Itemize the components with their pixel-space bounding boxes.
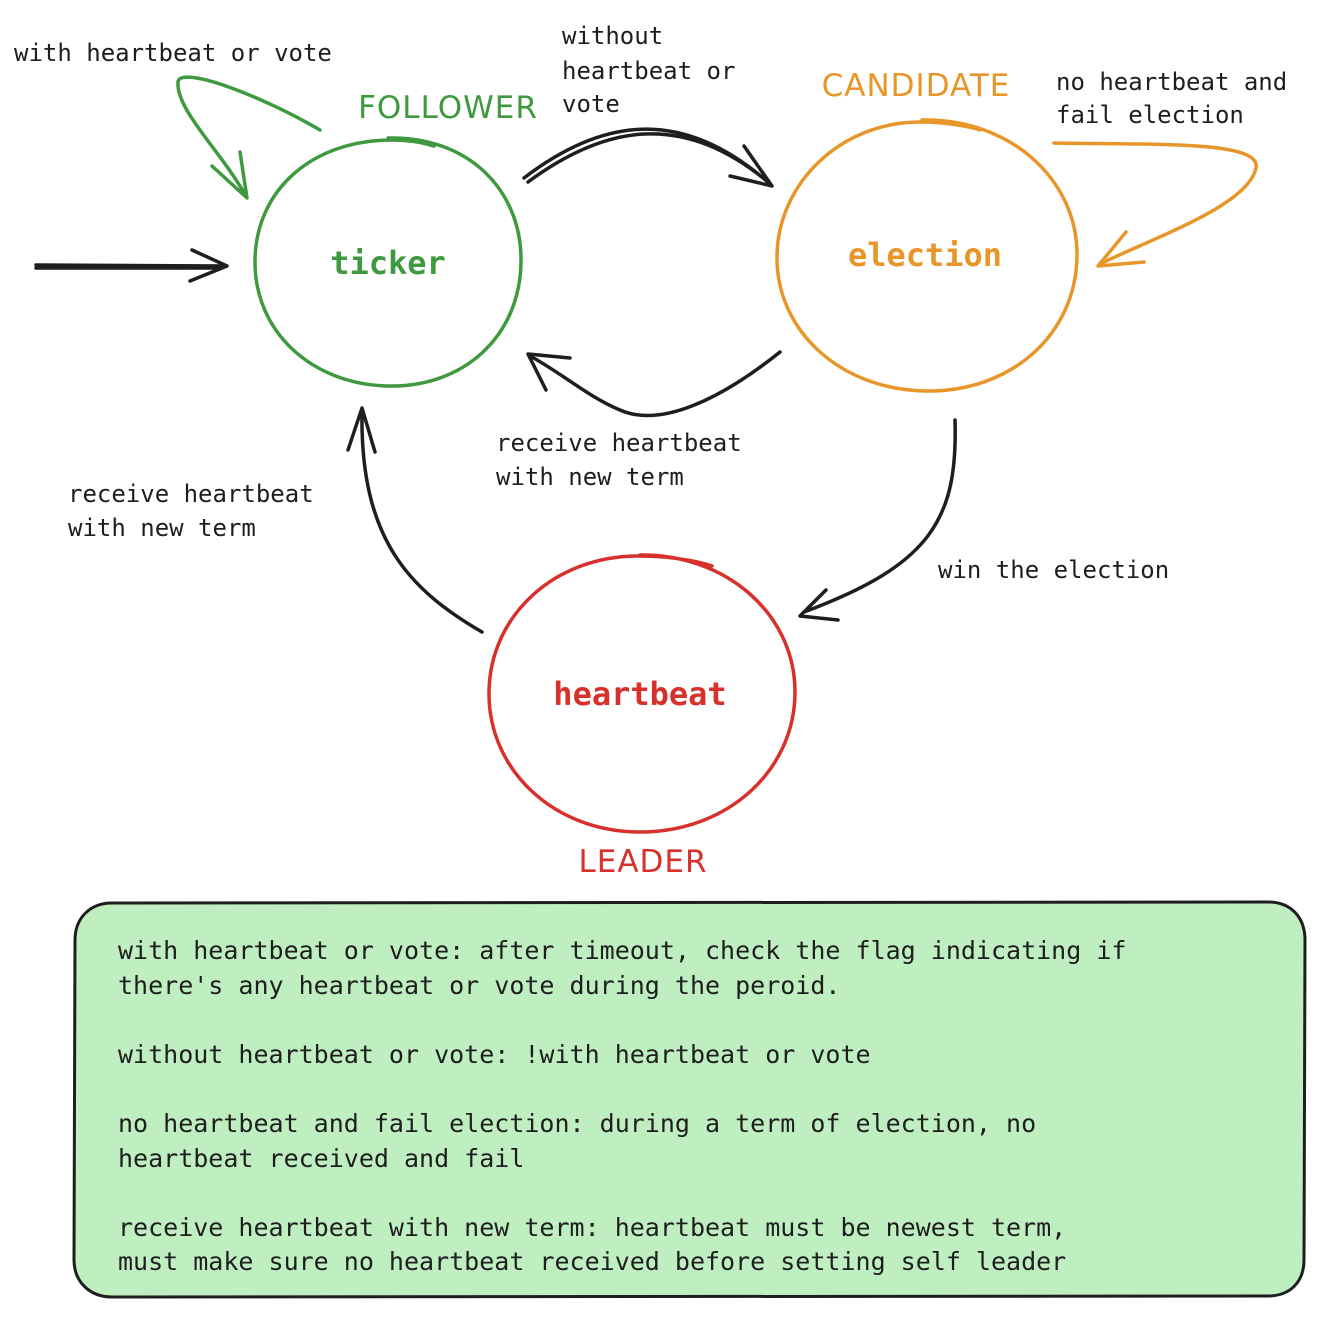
- follower-role-label: FOLLOWER: [358, 90, 538, 126]
- leader-to-follower-label: receive heartbeat with new term: [68, 480, 328, 542]
- candidate-to-follower-label-line: receive heartbeat: [496, 429, 742, 457]
- follower-to-candidate-label-line: vote: [562, 90, 620, 118]
- follower-self-loop-label: with heartbeat or vote: [14, 39, 332, 67]
- notes-box-background: [72, 900, 1307, 1299]
- leader-state-name: heartbeat: [553, 675, 726, 713]
- candidate-circle: [775, 118, 1079, 393]
- follower-to-candidate-label-line: heartbeat or: [562, 57, 735, 85]
- note-line: there's any heartbeat or vote during the…: [118, 971, 840, 1000]
- candidate-state: election CANDIDATE: [775, 68, 1079, 393]
- follower-state: ticker FOLLOWER: [253, 90, 538, 388]
- note-line: without heartbeat or vote: !with heartbe…: [118, 1040, 871, 1069]
- leader-circle: [487, 553, 797, 834]
- candidate-role-label: CANDIDATE: [822, 68, 1011, 104]
- notes-box: with heartbeat or vote: after timeout, c…: [72, 900, 1307, 1299]
- follower-circle: [253, 136, 523, 388]
- candidate-to-leader-label-line: win the election: [938, 556, 1169, 584]
- notes-text: with heartbeat or vote: after timeout, c…: [118, 936, 1142, 1276]
- candidate-self-loop-label-line: fail election: [1056, 101, 1244, 129]
- candidate-to-leader-arrow: [798, 418, 957, 622]
- follower-self-loop-arrow: [176, 75, 322, 200]
- note-line: no heartbeat and fail election: during a…: [118, 1109, 1036, 1138]
- leader-role-label: LEADER: [578, 844, 707, 880]
- follower-self-loop-label-line: with heartbeat or vote: [14, 39, 332, 67]
- note-line: receive heartbeat with new term: heartbe…: [118, 1213, 1066, 1242]
- candidate-to-leader-label: win the election: [938, 556, 1169, 584]
- leader-to-follower-label-line: receive heartbeat: [68, 480, 314, 508]
- candidate-self-loop-label: no heartbeat and fail election: [1056, 68, 1302, 129]
- follower-to-candidate-label: without heartbeat or vote: [562, 22, 750, 118]
- follower-to-candidate-arrow: [522, 127, 774, 188]
- note-line: heartbeat received and fail: [118, 1144, 524, 1173]
- leader-to-follower-label-line: with new term: [68, 514, 256, 542]
- leader-to-follower-arrow: [346, 406, 484, 634]
- candidate-to-follower-label-line: with new term: [496, 463, 684, 491]
- candidate-to-follower-arrow: [526, 350, 782, 418]
- candidate-state-name: election: [848, 236, 1002, 274]
- follower-to-candidate-label-line: without: [562, 22, 663, 50]
- candidate-self-loop-arrow: [1052, 141, 1258, 268]
- leader-state: heartbeat LEADER: [487, 553, 797, 880]
- note-line: must make sure no heartbeat received bef…: [118, 1247, 1066, 1276]
- candidate-self-loop-label-line: no heartbeat and: [1056, 68, 1287, 96]
- initial-arrow: [34, 248, 229, 283]
- candidate-to-follower-label: receive heartbeat with new term: [496, 429, 756, 491]
- follower-state-name: ticker: [330, 244, 446, 282]
- note-line: with heartbeat or vote: after timeout, c…: [118, 936, 1126, 965]
